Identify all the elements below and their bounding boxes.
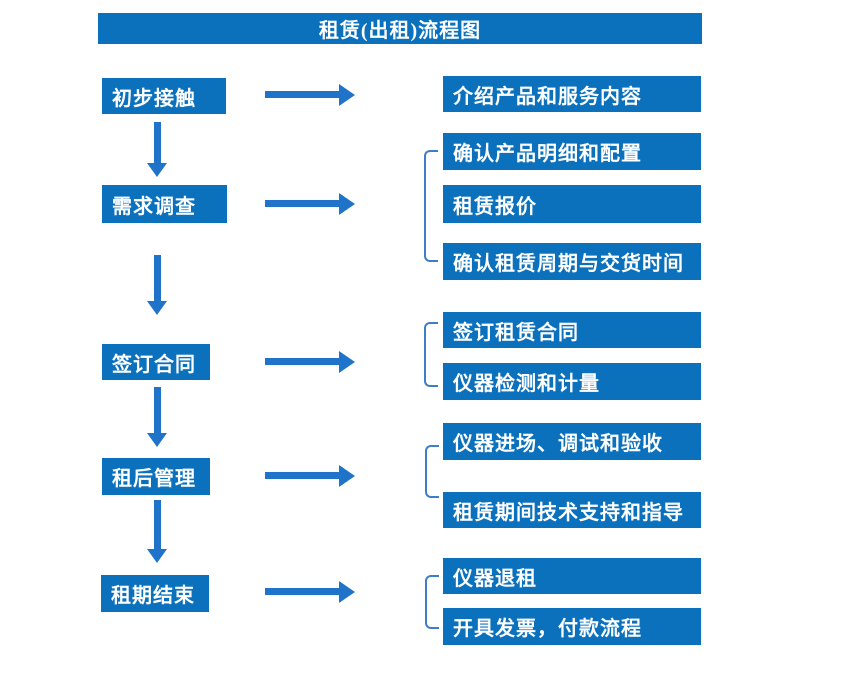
detail-box-confirm-product-config: 确认产品明细和配置 [443,133,701,170]
right-arrow-icon-3 [265,351,355,373]
detail-box-instrument-inspection: 仪器检测和计量 [443,363,701,400]
arrow-shaft [265,200,339,207]
down-arrow-icon-3 [147,387,168,447]
arrow-shaft [154,387,161,433]
down-arrow-icon-4 [147,500,168,563]
right-arrow-icon-2 [265,193,355,215]
step-box-demand-survey: 需求调查 [102,185,227,223]
step-box-initial-contact: 初步接触 [102,78,226,114]
right-arrow-icon-4 [265,465,355,487]
step-box-sign-contract: 签订合同 [102,344,210,380]
detail-box-confirm-period-delivery: 确认租赁周期与交货时间 [443,243,701,280]
arrow-shaft [154,255,161,301]
arrow-head [339,351,355,373]
arrow-shaft [154,500,161,549]
arrow-head [339,84,355,106]
arrow-head [147,433,167,447]
arrow-shaft [265,588,339,595]
right-arrow-icon-5 [265,581,355,603]
detail-box-sign-rental-contract: 签订租赁合同 [443,312,701,348]
group-bracket-lease-end [425,575,439,629]
step-box-post-rental-management: 租后管理 [102,458,210,495]
detail-box-instrument-setup-acceptance: 仪器进场、调试和验收 [443,423,701,460]
arrow-shaft [265,472,339,479]
group-bracket-post-rental [425,445,439,498]
detail-box-invoice-payment: 开具发票，付款流程 [443,608,701,645]
arrow-head [147,301,167,315]
arrow-shaft [154,122,161,163]
detail-box-tech-support: 租赁期间技术支持和指导 [443,492,701,528]
arrow-shaft [265,358,339,365]
arrow-head [147,163,167,177]
arrow-shaft [265,91,339,98]
arrow-head [339,465,355,487]
group-bracket-demand-survey [424,150,438,262]
arrow-head [339,581,355,603]
flowchart-title: 租赁(出租)流程图 [98,13,702,44]
step-box-lease-end: 租期结束 [101,575,209,612]
down-arrow-icon-1 [147,122,168,177]
down-arrow-icon-2 [147,255,168,315]
arrow-head [147,549,167,563]
detail-box-rental-quote: 租赁报价 [443,185,701,223]
detail-box-instrument-return: 仪器退租 [443,558,701,594]
group-bracket-sign-contract [424,322,438,387]
detail-box-introduce-products: 介绍产品和服务内容 [443,76,701,112]
arrow-head [339,193,355,215]
right-arrow-icon-1 [265,84,355,106]
